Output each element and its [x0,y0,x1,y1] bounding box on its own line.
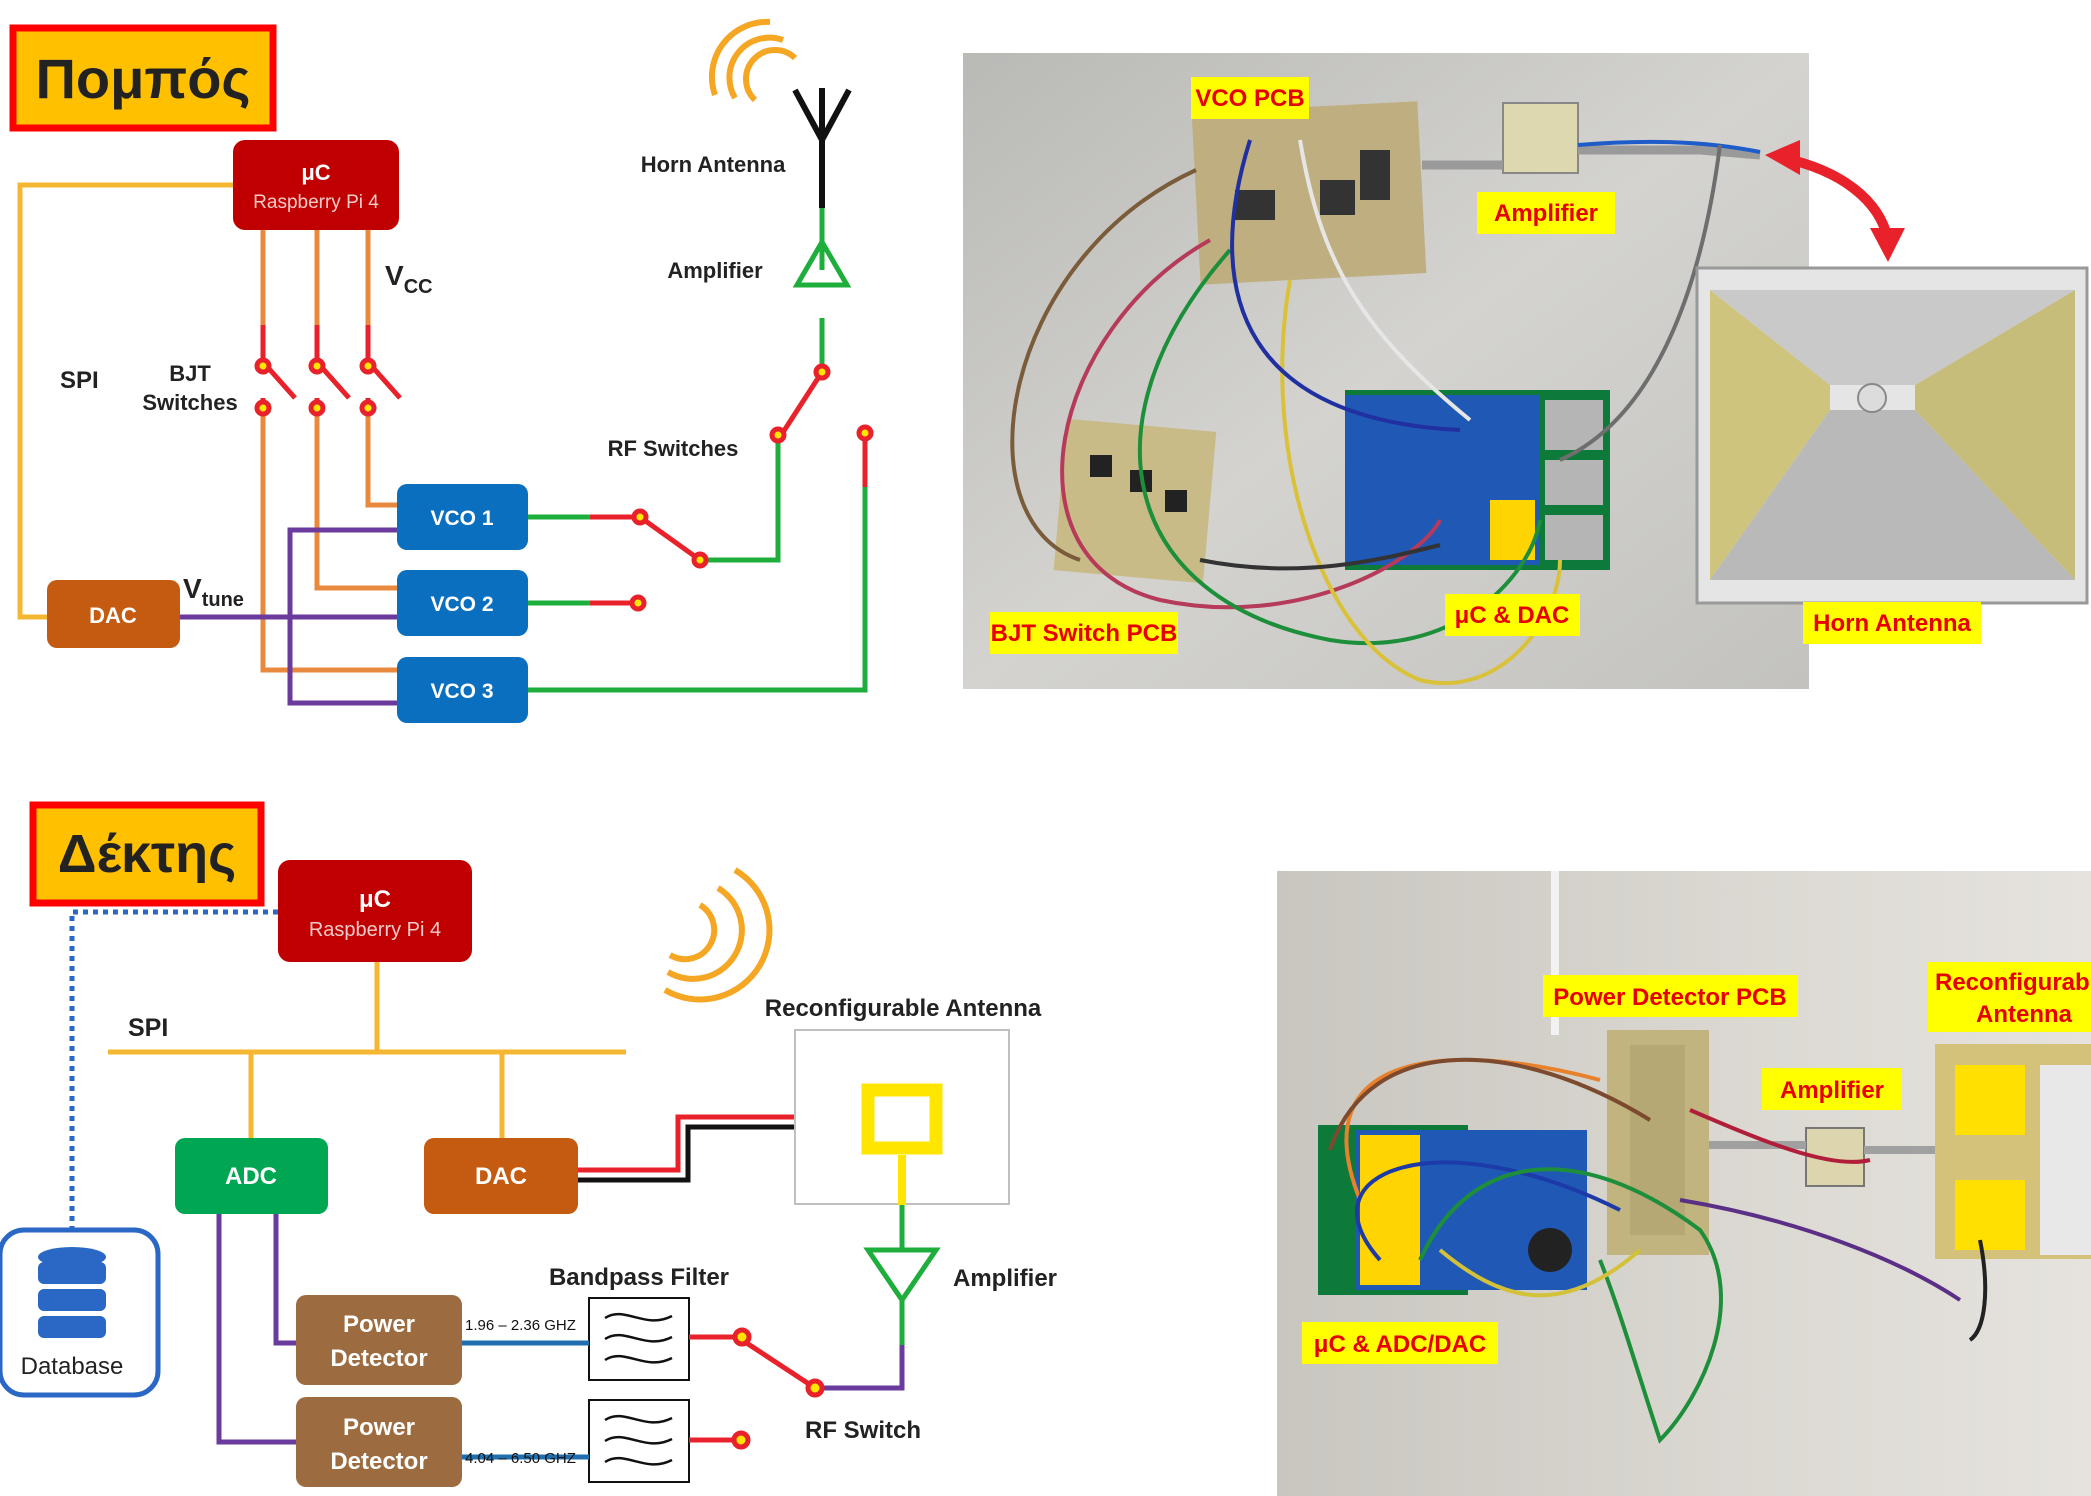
svg-text:BJT Switch PCB: BJT Switch PCB [991,620,1178,647]
svg-text:VCO PCB: VCO PCB [1195,85,1304,112]
tx-uc-subtitle: Raspberry Pi 4 [253,192,379,213]
svg-text:Amplifier: Amplifier [1494,200,1598,227]
power-detector-1 [296,1295,462,1385]
receiver-diagram: Δέκτης SPI μC Raspberry Pi 4 ADC DAC Rec… [0,801,1057,1487]
band2-label: 4.04 – 6.50 GHZ [465,1450,576,1467]
svg-text:Power: Power [343,1414,415,1441]
rx-adc-box [175,1138,328,1214]
bjt-label-2: Switches [142,390,237,415]
rx-uc-title: μC [359,886,391,913]
spi-wire [17,182,233,620]
rx-spi-bus [108,960,626,1140]
adc-detector-wires [216,1214,297,1445]
rx-photo-amplifier-tag [1762,1068,1902,1110]
spi-label: SPI [60,367,99,394]
tx-dac-box [47,580,180,648]
tx-photo-horn-tag [1803,602,1981,644]
rx-photo-power-detector-tag [1543,975,1798,1017]
receiver-photo: Power Detector PCB Amplifier Reconfigura… [1277,871,2091,1496]
tx-photo-amplifier-module [1502,102,1579,174]
rx-photo-uc-tag [1302,1322,1498,1364]
rx-uc-subtitle: Raspberry Pi 4 [309,919,441,941]
svg-text:Detector: Detector [330,1448,427,1475]
detector-filter-lines [462,1340,589,1460]
vco2-box [397,570,528,636]
rf-output-wires [527,208,868,693]
antenna-bias-black [578,1124,795,1183]
tx-photo-jumper-wires [1010,139,1722,686]
tx-amplifier-symbol [792,237,852,288]
transmitter-photo: VCO PCB Amplifier BJT Switch PCB μC & DA… [963,53,2089,689]
vcc-wires [260,228,400,673]
tx-uc-title: μC [301,160,330,185]
rx-adc-label: ADC [225,1163,277,1190]
svg-text:μC & ADC/DAC: μC & ADC/DAC [1314,1331,1486,1358]
tx-antenna-symbol [792,88,852,208]
rx-uc-box [278,860,472,962]
rx-rf-switch [692,1334,814,1443]
receiver-title-box [29,801,265,907]
tx-amplifier-label: Amplifier [667,258,763,283]
vco3-label: VCO 3 [430,680,493,703]
band1-label: 1.96 – 2.36 GHZ [465,1317,576,1334]
database-label: Database [21,1353,124,1380]
tx-signal-waves [708,18,798,103]
svg-text:Horn Antenna: Horn Antenna [1813,610,1971,637]
vtune-wires [180,527,400,706]
bandpass-label: Bandpass Filter [549,1264,729,1291]
filter-1 [588,1297,690,1381]
rx-antenna-patch [861,1083,943,1155]
transmitter-diagram: Πομπός SPI BJT Switches VCC Vtune [9,18,874,723]
rx-photo-reconf-tag [1928,962,2091,1032]
vcc-label: VCC [385,260,433,298]
database-link [69,909,278,1236]
svg-text:Antenna: Antenna [1976,1001,2073,1028]
svg-text:Power: Power [343,1311,415,1338]
rx-antenna-label: Reconfigurable Antenna [765,995,1042,1022]
tx-dac-label: DAC [89,603,137,628]
tx-photo-connection-arrow [1781,153,1893,242]
tx-photo-rf-cable [1422,145,1761,170]
tx-photo-bjt-tag [990,612,1178,654]
tx-horn-label: Horn Antenna [641,152,786,177]
power-detector-2 [296,1397,462,1487]
rx-spi-label: SPI [128,1014,168,1042]
bjt-switch-nodes [254,357,377,417]
database-icon [38,1247,106,1338]
tx-photo-uc-dac-tag [1445,594,1580,636]
vco2-label: VCO 2 [430,593,493,616]
rx-amplifier-label: Amplifier [953,1265,1057,1292]
rx-dac-label: DAC [475,1163,527,1190]
bjt-switches [260,325,402,412]
rf-switch-wires [590,365,868,606]
transmitter-title-box [9,24,277,132]
filter-2 [588,1399,690,1483]
tx-photo-vco-parts [1235,150,1390,220]
vco3-box [397,657,528,723]
tx-uc-box [233,140,399,230]
vco1-box [397,484,528,550]
rf-switch-nodes [629,363,874,612]
tx-photo-amplifier-tag [1477,192,1615,234]
svg-text:Amplifier: Amplifier [1780,1077,1884,1104]
bjt-label-1: BJT [169,361,211,386]
antenna-bias-red [578,1114,795,1173]
rf-switches-label: RF Switches [608,436,739,461]
rx-dac-box [424,1138,578,1214]
svg-text:Reconfigurab: Reconfigurab [1935,969,2090,996]
tx-photo-vco-board [1191,101,1427,285]
rx-rf-switch-label: RF Switch [805,1417,921,1444]
rx-signal-waves [663,867,773,1003]
vco1-label: VCO 1 [430,507,493,530]
rx-photo-amplifier-module [1805,1127,1865,1187]
vtune-label: Vtune [183,573,244,611]
svg-text:Detector: Detector [330,1345,427,1372]
receiver-title: Δέκτης [58,824,236,884]
svg-text:Power Detector PCB: Power Detector PCB [1553,984,1786,1011]
tx-photo-vco-tag [1191,77,1309,119]
rx-amplifier-symbol [863,1247,941,1305]
transmitter-title: Πομπός [35,47,250,110]
svg-text:μC & DAC: μC & DAC [1455,602,1570,629]
